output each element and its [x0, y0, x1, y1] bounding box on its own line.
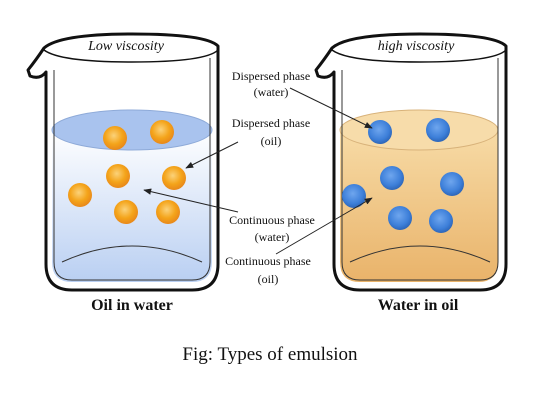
left-beaker-outline	[26, 32, 220, 292]
water-droplet	[368, 120, 392, 144]
right-beaker-label: high viscosity	[378, 39, 455, 54]
arrow-continuous-oil	[275, 197, 373, 255]
oil-droplet	[68, 183, 92, 207]
left-beaker-inner	[53, 58, 211, 281]
continuous-oil-sublabel: (oil)	[258, 272, 279, 286]
left-beaker-rim	[43, 49, 219, 63]
dispersed-water-label: Dispersed phase	[232, 69, 310, 83]
oil-droplet	[156, 200, 180, 224]
left-liquid-surface	[51, 109, 213, 151]
arrow-dispersed-oil	[185, 141, 239, 169]
oil-droplet	[114, 200, 138, 224]
left-beaker-bottom-curve	[61, 245, 203, 263]
water-droplet	[380, 166, 404, 190]
oil-droplet	[150, 120, 174, 144]
arrow-continuous-water	[143, 188, 239, 213]
left-beaker: Low viscosity Oil in water	[26, 32, 220, 314]
right-beaker-liquid	[340, 130, 498, 282]
continuous-water-sublabel: (water)	[255, 230, 290, 244]
water-droplet	[426, 118, 450, 142]
water-droplet	[342, 184, 366, 208]
left-beaker-caption: Oil in water	[91, 297, 173, 314]
right-droplets	[342, 118, 464, 233]
right-beaker: high viscosity Water in oil	[314, 32, 508, 314]
water-droplet	[429, 209, 453, 233]
annotations: Dispersed phase (water) Dispersed phase …	[225, 69, 315, 286]
right-beaker-bottom-curve	[349, 245, 491, 263]
continuous-oil-label: Continuous phase	[225, 254, 311, 268]
right-beaker-inner	[341, 58, 499, 281]
right-beaker-caption: Water in oil	[378, 297, 459, 314]
oil-droplet	[162, 166, 186, 190]
left-beaker-label: Low viscosity	[87, 39, 165, 54]
figure-caption: Fig: Types of emulsion	[182, 344, 358, 365]
water-droplet	[388, 206, 412, 230]
arrow-dispersed-water	[289, 87, 373, 129]
water-droplet	[440, 172, 464, 196]
oil-droplet	[106, 164, 130, 188]
annotation-arrows	[143, 87, 373, 255]
continuous-water-label: Continuous phase	[229, 213, 315, 227]
right-beaker-outline	[314, 32, 508, 292]
dispersed-water-sublabel: (water)	[254, 85, 289, 99]
right-beaker-rim	[331, 49, 507, 63]
right-liquid-surface	[339, 109, 499, 151]
left-droplets	[68, 120, 186, 224]
oil-droplet	[103, 126, 127, 150]
dispersed-oil-sublabel: (oil)	[261, 134, 282, 148]
dispersed-oil-label: Dispersed phase	[232, 116, 310, 130]
